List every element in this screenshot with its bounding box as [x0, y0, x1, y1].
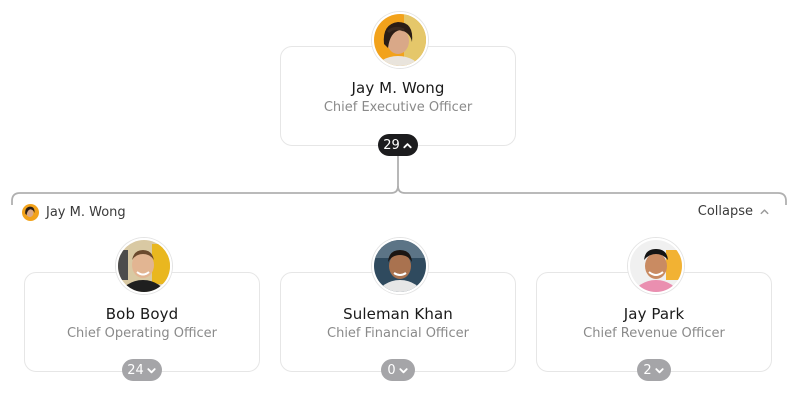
chevron-down-icon — [655, 367, 664, 373]
chevron-down-icon — [147, 367, 156, 373]
employee-title: Chief Financial Officer — [327, 326, 469, 341]
employee-avatar — [372, 238, 428, 294]
employee-card-bob-boyd[interactable]: Bob Boyd Chief Operating Officer — [24, 272, 260, 372]
employee-avatar — [116, 238, 172, 294]
reports-toggle-jay-park[interactable]: 2 — [637, 359, 671, 381]
collapse-button[interactable]: Collapse — [698, 204, 770, 219]
employee-name: Suleman Khan — [343, 305, 453, 323]
employee-name: Jay Park — [623, 305, 685, 323]
group-parent-name: Jay M. Wong — [46, 205, 126, 220]
reports-count: 2 — [643, 362, 652, 378]
reports-toggle-bob-boyd[interactable]: 24 — [122, 359, 162, 381]
reports-count: 0 — [387, 362, 396, 378]
collapse-label: Collapse — [697, 204, 753, 219]
employee-title: Chief Revenue Officer — [583, 326, 725, 341]
group-parent-avatar — [22, 204, 39, 221]
group-parent-label: Jay M. Wong — [22, 204, 126, 221]
root-employee-name: Jay M. Wong — [351, 79, 445, 97]
chevron-down-icon — [399, 367, 408, 373]
chevron-up-icon — [403, 142, 412, 148]
reports-count: 24 — [127, 362, 144, 378]
chevron-up-icon — [760, 209, 769, 215]
root-employee-title: Chief Executive Officer — [323, 100, 473, 115]
root-avatar — [372, 12, 428, 68]
root-reports-count: 29 — [383, 137, 400, 153]
employee-name: Bob Boyd — [105, 305, 179, 323]
group-header: Jay M. Wong Collapse — [22, 204, 778, 224]
employee-title: Chief Operating Officer — [66, 326, 218, 341]
employee-avatar — [628, 238, 684, 294]
reports-toggle-suleman-khan[interactable]: 0 — [381, 359, 415, 381]
root-reports-toggle[interactable]: 29 — [378, 134, 418, 156]
